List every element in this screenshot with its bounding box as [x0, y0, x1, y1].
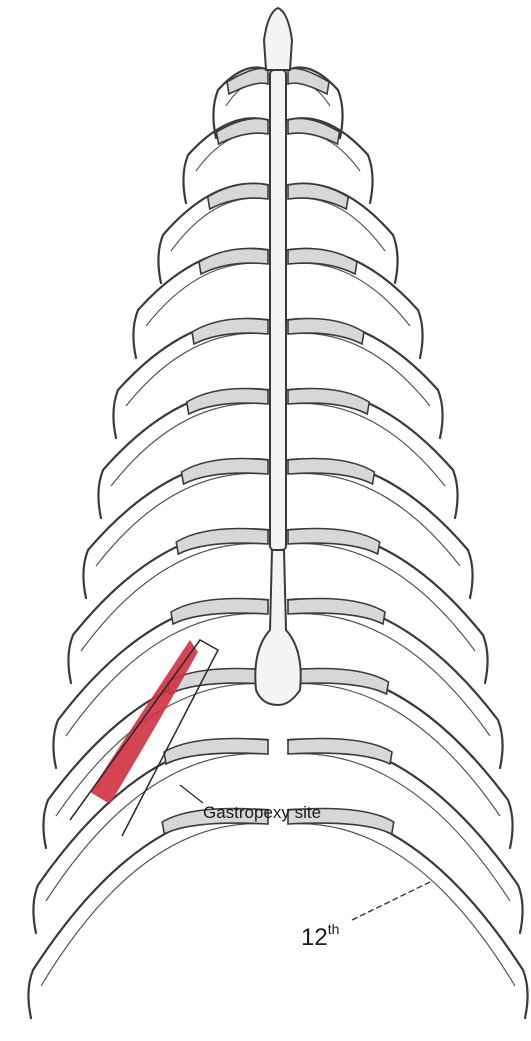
costal-cartilage-6-left: [187, 389, 268, 415]
rib-11-right-edge: [288, 754, 510, 901]
costal-cartilage-7-right: [288, 459, 375, 485]
rib-11-right: [288, 739, 523, 933]
rib-12-left-edge: [41, 824, 268, 986]
costal-cartilage-3-right: [288, 184, 348, 210]
manubrium: [264, 8, 292, 70]
costal-cartilage-4-left: [199, 249, 268, 275]
rib-12-right: [288, 809, 528, 1018]
rib-12-left: [28, 809, 268, 1018]
rib-3-left-edge: [171, 198, 268, 251]
rib-3-right-edge: [288, 198, 385, 251]
rib-6-left: [98, 389, 268, 518]
costal-cartilage-5-left: [192, 319, 268, 345]
costal-cartilage-11-right: [288, 739, 392, 765]
gastropexy-leader-line: [180, 785, 203, 803]
rib-5-left: [113, 319, 268, 438]
costal-cartilage-8-right: [288, 529, 380, 555]
rib-4-right-edge: [288, 263, 410, 326]
costal-cartilage-5-right: [288, 319, 364, 345]
rib-8-right-edge: [288, 543, 475, 651]
gastropexy-site-label: Gastropexy site: [203, 803, 321, 823]
rib-4-left-edge: [146, 263, 268, 326]
costal-cartilage-9-right: [288, 599, 385, 625]
costal-cartilage-10-right: [288, 669, 389, 695]
rib-8-left-edge: [81, 543, 268, 651]
costal-cartilage-11-left: [164, 739, 268, 765]
xiphoid-process: [255, 550, 300, 705]
costal-cartilage-2-left: [217, 119, 269, 145]
costal-cartilage-1-right: [288, 69, 329, 95]
rib-11-left-edge: [46, 754, 268, 901]
rib-number: 12: [301, 924, 328, 951]
rib-6-right: [288, 389, 458, 518]
costal-cartilage-4-right: [288, 249, 357, 275]
twelfth-rib-label: 12th: [301, 923, 339, 952]
costal-cartilage-6-right: [288, 389, 369, 415]
twelfth-rib-pointer: [352, 882, 430, 920]
costal-cartilage-8-left: [176, 529, 268, 555]
rib-12-right-edge: [288, 824, 515, 986]
costal-cartilage-9-left: [171, 599, 268, 625]
costal-cartilage-2-right: [288, 119, 340, 145]
rib-5-right: [288, 319, 443, 438]
costal-cartilage-3-left: [208, 184, 268, 210]
sternum-body: [270, 70, 286, 550]
gastropexy-site-marker: [70, 640, 218, 836]
costal-cartilage-7-left: [182, 459, 269, 485]
costal-cartilage-1-left: [227, 69, 268, 95]
rib-ordinal-suffix: th: [328, 921, 340, 937]
rib-11-left: [33, 739, 268, 933]
